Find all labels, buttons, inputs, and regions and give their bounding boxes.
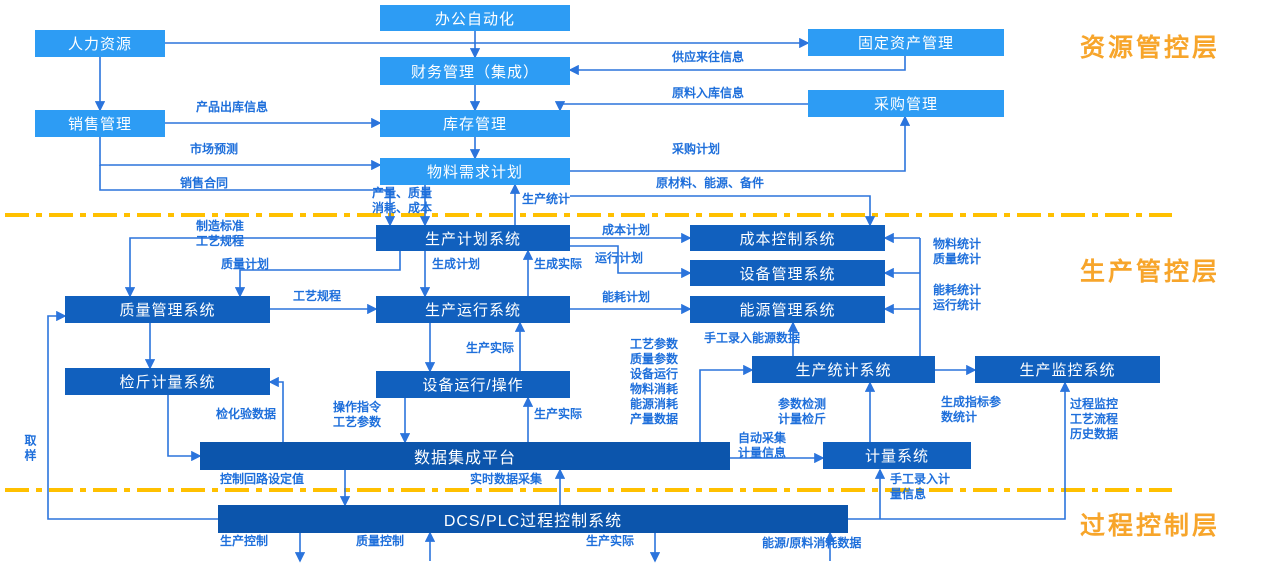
- edge-label-material-quality-stats: 物料统计 质量统计: [933, 237, 982, 266]
- node-purchasing: 采购管理: [808, 90, 1004, 117]
- node-energy-management: 能源管理系统: [690, 296, 885, 323]
- edge-label-sampling: 取样: [23, 434, 37, 464]
- connector-lines: [47, 31, 1071, 563]
- edge-label-control-loop: 控制回路设定值: [220, 472, 305, 486]
- node-finance: 财务管理（集成）: [380, 57, 570, 85]
- edge-label-production-stats: 生产统计: [522, 192, 571, 206]
- edge-label-manual-metering: 手工录入计 量信息: [890, 472, 951, 501]
- node-production-operation: 生产运行系统: [376, 296, 570, 323]
- node-production-statistics: 生产统计系统: [752, 356, 935, 383]
- edge-label-run-plan: 运行计划: [595, 251, 644, 265]
- edge-label-process-monitor: 过程监控 工艺流程 历史数据: [1070, 397, 1119, 441]
- node-human-resources: 人力资源: [35, 30, 165, 57]
- layer-label-process: 过程控制层: [1080, 512, 1221, 540]
- edge-label-lab-data: 检化验数据: [216, 407, 277, 421]
- node-quality-management: 质量管理系统: [65, 296, 270, 323]
- edge-label-auto-collect: 自动采集 计量信息: [738, 431, 787, 460]
- edge-label-output-quality-cost: 产量、质量 消耗、成本: [372, 186, 433, 215]
- edge-label-prod-actual-lower: 生产实际: [534, 407, 583, 421]
- edge-label-gen-plan: 生成计划: [432, 257, 481, 271]
- node-metering-system: 计量系统: [823, 442, 971, 469]
- node-equipment-operation: 设备运行/操作: [376, 371, 570, 398]
- node-dcs-plc: DCS/PLC过程控制系统: [218, 505, 848, 533]
- edge-label-op-cmd: 操作指令 工艺参数: [333, 400, 382, 429]
- edge-label-manual-energy: 手工录入能源数据: [704, 331, 801, 345]
- edge-label-prod-actual-bottom: 生产实际: [586, 534, 635, 548]
- edge-label-quality-plan: 质量计划: [221, 257, 270, 271]
- layer-label-resource: 资源管控层: [1080, 34, 1221, 62]
- edge-label-quality-control: 质量控制: [356, 534, 405, 548]
- edge-label-sales-contract: 销售合同: [180, 176, 229, 190]
- edge-label-cost-plan: 成本计划: [602, 223, 651, 237]
- edge-label-prod-actual-mid: 生产实际: [466, 341, 515, 355]
- node-mrp: 物料需求计划: [380, 158, 570, 185]
- edge-label-purchase-plan: 采购计划: [672, 142, 721, 156]
- node-inventory: 库存管理: [380, 110, 570, 137]
- node-data-integration-platform: 数据集成平台: [200, 442, 730, 470]
- edge-label-supply-info: 供应来往信息: [672, 50, 745, 64]
- edge-label-realtime-collect: 实时数据采集: [470, 472, 543, 486]
- node-production-planning: 生产计划系统: [376, 225, 570, 251]
- edge-label-process-spec: 工艺规程: [293, 289, 342, 303]
- edge-label-market-forecast: 市场预测: [190, 142, 239, 156]
- node-production-monitoring: 生产监控系统: [975, 356, 1160, 383]
- node-office-automation: 办公自动化: [380, 5, 570, 31]
- edge-label-energy-run-stats: 能耗统计 运行统计: [933, 283, 982, 312]
- layer-divider: [5, 213, 1172, 492]
- edge-label-param-detect: 参数检测 计量检斤: [778, 397, 827, 426]
- edge-label-gen-indicator: 生成指标参 数统计: [941, 395, 1002, 424]
- edge-label-mfg-standard: 制造标准 工艺规程: [196, 219, 245, 248]
- node-cost-control: 成本控制系统: [690, 225, 885, 251]
- layer-label-production: 生产管控层: [1080, 258, 1221, 286]
- node-fixed-assets: 固定资产管理: [808, 29, 1004, 56]
- node-sales: 销售管理: [35, 110, 165, 137]
- edge-label-gen-actual: 生成实际: [534, 257, 583, 271]
- node-equipment-management: 设备管理系统: [690, 260, 885, 286]
- edge-label-material-inbound: 原料入库信息: [672, 86, 745, 100]
- edge-label-raw-energy-spare: 原材料、能源、备件: [656, 176, 765, 190]
- edge-label-energy-material-data: 能源/原料消耗数据: [762, 536, 862, 550]
- edge-label-prod-control: 生产控制: [220, 534, 269, 548]
- edge-label-process-params-list: 工艺参数 质量参数 设备运行 物料消耗 能源消耗 产量数据: [630, 337, 679, 426]
- edge-label-energy-plan: 能耗计划: [602, 290, 651, 304]
- edge-label-product-outbound: 产品出库信息: [196, 100, 269, 114]
- node-weighing-metering: 检斤计量系统: [65, 368, 270, 395]
